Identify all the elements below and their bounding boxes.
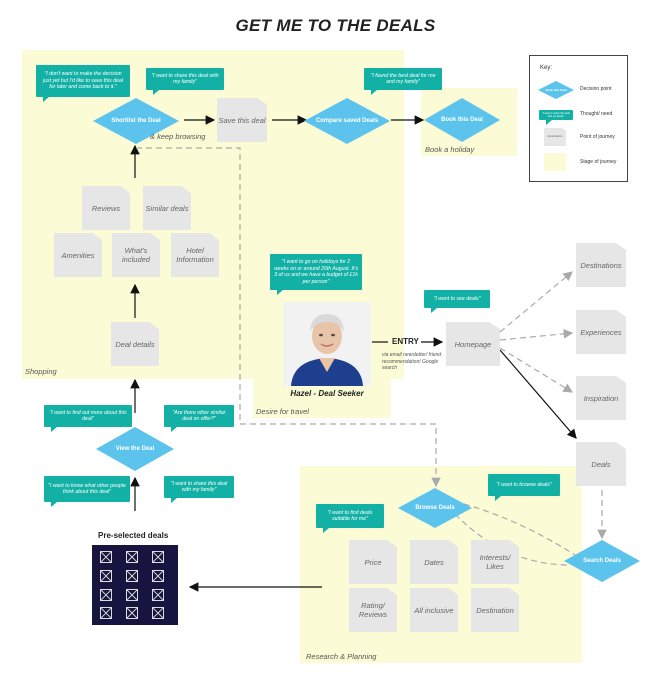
page-reviews: Reviews	[82, 186, 130, 230]
thought-what-others-think: "I want to know what other people think …	[44, 476, 130, 507]
page-experiences: Experiences	[576, 310, 626, 354]
deal-thumb	[152, 607, 164, 619]
keep-browsing-label: & keep browsing	[150, 132, 206, 141]
key-thought-label: Thought/ need	[580, 111, 613, 117]
key-page-label: Point of journey	[580, 134, 615, 140]
page-hotel-information: Hotel Information	[171, 233, 219, 277]
page-destinations: Destinations	[576, 243, 626, 287]
page-homepage: Homepage	[446, 322, 500, 366]
decision-view-deal: View the Deal	[96, 427, 174, 471]
page-save-deal: Save this deal	[217, 98, 267, 142]
filter-destination: Destination	[471, 588, 519, 632]
page-similar-deals: Similar deals	[143, 186, 191, 230]
page-deal-details: Deal details	[111, 322, 159, 366]
stage-label-shopping: Shopping	[25, 367, 57, 376]
thought-found-best: "I found the best deal for me and my fam…	[364, 68, 442, 95]
thought-holiday-goal: "I want to go on holidays for 2 weeks on…	[270, 254, 362, 295]
deal-thumb	[100, 607, 112, 619]
deal-thumb	[152, 551, 164, 563]
key-decision-sample: Book this Deal	[538, 81, 574, 99]
filter-all-inclusive: All inclusive	[410, 588, 458, 632]
thought-similar-deal: "Are there other similar deal on offer?"	[164, 405, 234, 432]
thought-share-family-top: "I want to share this deal with my famil…	[146, 68, 224, 95]
page-amenities: Amenities	[54, 233, 102, 277]
deal-thumb	[126, 589, 138, 601]
filter-price: Price	[349, 540, 397, 584]
thought-share-family-bottom: "I want to share this deal with my famil…	[164, 476, 234, 503]
filter-rating: Rating/ Reviews	[349, 588, 397, 632]
persona-name: Hazel - Deal Seeker	[290, 389, 364, 398]
diagram-title: GET ME TO THE DEALS	[235, 16, 436, 35]
decision-book-deal: Book this Deal	[424, 98, 500, 142]
key-decision-label: Decision point	[580, 86, 612, 92]
thought-find-out-more: "I want to find out more about this deal…	[44, 405, 132, 432]
thought-browse-deals: "I want to browse deals"	[488, 474, 560, 501]
stage-label-research: Research & Planning	[306, 652, 377, 661]
decision-browse-deals: Browse Deals	[398, 488, 472, 528]
deal-thumb	[126, 551, 138, 563]
deal-thumb	[152, 570, 164, 582]
thought-find-suitable: "I want to find deals suitable for me"	[316, 504, 384, 533]
deal-thumb	[100, 589, 112, 601]
page-inspiration: Inspiration	[576, 376, 626, 420]
key-title: Key:	[540, 65, 553, 71]
page-whats-included: What's included	[112, 233, 160, 277]
deal-thumb	[126, 570, 138, 582]
preselected-deals-grid	[92, 545, 178, 625]
decision-search-deals: Search Deals	[564, 540, 640, 582]
key-page-sample: Destination	[544, 128, 566, 146]
persona-portrait-icon	[283, 302, 371, 386]
deal-thumb	[152, 589, 164, 601]
deal-thumb	[100, 551, 112, 563]
filter-interests: Interests/ Likes	[471, 540, 519, 584]
thought-see-deals: "I want to see deals"	[424, 290, 490, 313]
page-deals: Deals	[576, 442, 626, 486]
persona-photo	[283, 302, 371, 386]
key-stage-label: Stage of journey	[580, 159, 617, 165]
decision-compare-saved: Compare saved Deals	[304, 98, 390, 144]
stage-label-desire: Desire for travel	[256, 407, 309, 416]
preselected-deals-title: Pre-selected deals	[98, 531, 169, 540]
deal-thumb	[126, 607, 138, 619]
deal-thumb	[100, 570, 112, 582]
entry-label: ENTRY	[392, 337, 419, 346]
key-legend: Key: Book this Deal Decision point "I wa…	[529, 55, 628, 182]
filter-dates: Dates	[410, 540, 458, 584]
entry-channels: via email newsletter/ friend recommendat…	[382, 352, 442, 371]
key-thought-sample: "I want to share this deal with my famil…	[539, 110, 573, 125]
decision-shortlist-deal: Shortlist the Deal	[93, 98, 179, 144]
stage-label-book: Book a holiday	[425, 145, 475, 154]
key-stage-sample	[544, 153, 566, 171]
thought-save-later: "I don't want to make the decision just …	[36, 65, 130, 102]
